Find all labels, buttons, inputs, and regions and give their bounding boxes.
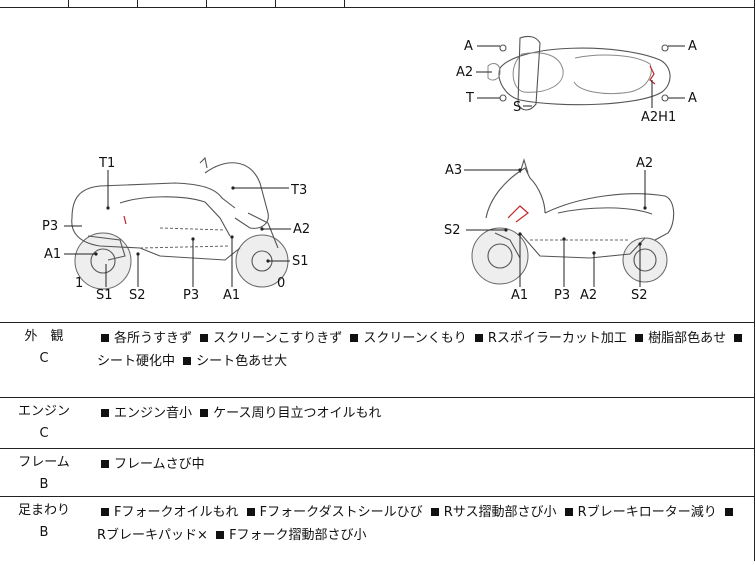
label-left-bottom-1: 1	[75, 276, 83, 291]
row-exterior: 外 観 C 各所うすきず スクリーンこすりきず スクリーンくもり Rスポイラーカ…	[0, 322, 754, 397]
label-left-a2: A2	[293, 222, 310, 237]
row-items: 各所うすきず スクリーンこすりきず スクリーンくもり Rスポイラーカット加工 樹…	[97, 327, 749, 373]
left-side-scooter	[71, 156, 289, 290]
label-top-a-left-upper: A	[464, 39, 473, 54]
condition-item: 各所うすきず	[97, 331, 192, 346]
vehicle-damage-diagram: A A2 T S A A A2H1	[0, 8, 754, 322]
label-right-s2: S2	[444, 223, 461, 238]
condition-item: Rサス摺動部さび小	[427, 505, 557, 520]
right-side-scooter	[471, 158, 675, 285]
row-items: エンジン音小 ケース周り目立つオイルもれ	[97, 402, 749, 425]
label-top-s: S	[513, 100, 521, 115]
row-category: エンジン C	[0, 398, 88, 445]
label-left-t1: T1	[98, 156, 115, 171]
label-left-bottom-0: 0	[277, 276, 285, 291]
label-left-bottom-a1: A1	[223, 288, 240, 303]
row-items: フレームさび中	[97, 453, 749, 476]
category-grade: B	[39, 525, 49, 540]
left-side-labels: T1 T3 P3 A2 A1 S1 1 S1 S2	[42, 156, 310, 303]
condition-item: Rスポイラーカット加工	[471, 331, 627, 346]
condition-item: ケース周り目立つオイルもれ	[196, 406, 382, 421]
condition-item: Rブレーキローター減り	[561, 505, 717, 520]
category-name: 足まわり	[17, 503, 70, 518]
label-right-bottom-a2: A2	[580, 288, 597, 303]
label-right-bottom-s2: S2	[631, 288, 648, 303]
row-category: 外 観 C	[0, 323, 88, 370]
row-items: Fフォークオイルもれ Fフォークダストシールひび Rサス摺動部さび小 Rブレーキ…	[97, 501, 749, 547]
condition-item: Fフォークオイルもれ	[97, 505, 238, 520]
label-right-a2: A2	[636, 156, 653, 171]
label-left-a1: A1	[44, 247, 61, 262]
category-grade: B	[39, 477, 49, 492]
condition-item: 樹脂部色あせ	[631, 331, 726, 346]
label-top-a2h1: A2H1	[641, 110, 676, 125]
label-top-t-left: T	[465, 91, 474, 106]
condition-item: フレームさび中	[97, 457, 205, 472]
row-frame: フレーム B フレームさび中	[0, 448, 754, 496]
condition-item: Rブレーキパッド×	[97, 528, 208, 543]
label-left-bottom-s2: S2	[129, 288, 146, 303]
category-name: 外 観	[24, 329, 64, 344]
row-category: フレーム B	[0, 449, 88, 496]
header-table-remnant	[0, 0, 754, 8]
label-right-bottom-a1: A1	[511, 288, 528, 303]
top-view-scooter	[487, 35, 671, 111]
row-engine: エンジン C エンジン音小 ケース周り目立つオイルもれ	[0, 397, 754, 448]
label-top-a-right-lower: A	[688, 91, 697, 106]
condition-item: Fフォークダストシールひび	[243, 505, 423, 520]
category-name: フレーム	[18, 455, 70, 470]
condition-item: シート硬化中	[97, 354, 176, 369]
row-category: 足まわり B	[0, 497, 88, 544]
category-grade: C	[39, 426, 49, 441]
label-right-bottom-p3: P3	[554, 288, 570, 303]
condition-item: スクリーンこすりきず	[196, 331, 342, 346]
row-suspension: 足まわり B Fフォークオイルもれ Fフォークダストシールひび Rサス摺動部さび…	[0, 496, 754, 565]
diagram-svg: A A2 T S A A A2H1	[42, 35, 697, 303]
condition-item: エンジン音小	[97, 406, 192, 421]
label-right-a3: A3	[445, 163, 462, 178]
label-top-a-right-upper: A	[688, 39, 697, 54]
label-left-s1-right: S1	[292, 254, 309, 269]
label-left-bottom-p3: P3	[183, 288, 199, 303]
category-name: エンジン	[17, 404, 70, 419]
condition-item: スクリーンくもり	[346, 331, 467, 346]
label-left-t3: T3	[290, 183, 307, 198]
label-left-p3: P3	[42, 219, 58, 234]
condition-item: シート色あせ大	[179, 354, 287, 369]
right-side-labels: A3 A2 S2 A1 P3 A2 S2	[444, 156, 653, 303]
condition-item: Fフォーク摺動部さび小	[212, 528, 367, 543]
bullet-icon	[724, 508, 733, 516]
condition-rows: 外 観 C 各所うすきず スクリーンこすりきず スクリーンくもり Rスポイラーカ…	[0, 322, 754, 565]
bullet-icon	[734, 334, 743, 342]
label-top-a2-left: A2	[456, 65, 473, 80]
category-grade: C	[39, 351, 49, 366]
top-view-labels: A A2 T S A A A2H1	[456, 39, 697, 125]
label-left-bottom-s1: S1	[96, 288, 113, 303]
